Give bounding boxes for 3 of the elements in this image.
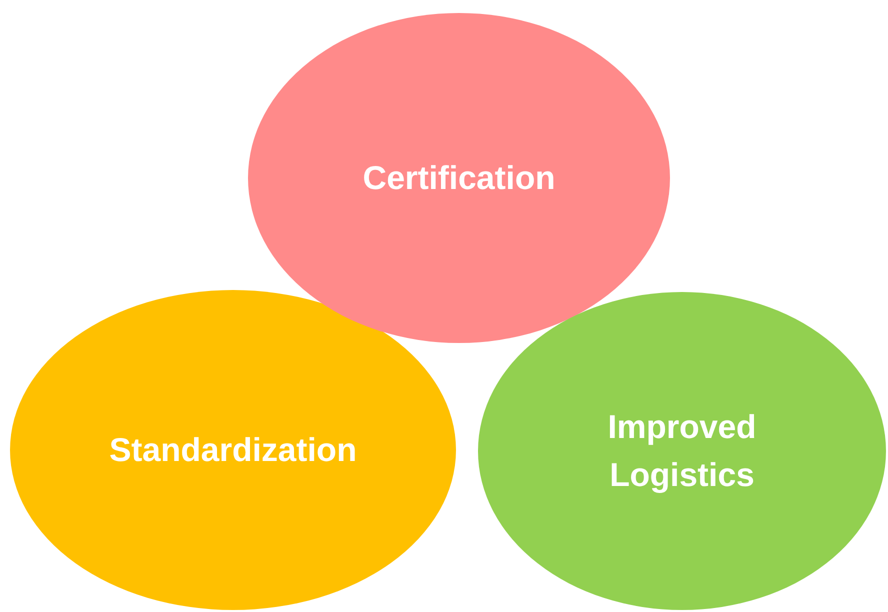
ellipse-label: Standardization [109,430,357,470]
ellipse-label: Improved Logistics [606,407,758,495]
ellipse-label: Certification [362,158,556,198]
